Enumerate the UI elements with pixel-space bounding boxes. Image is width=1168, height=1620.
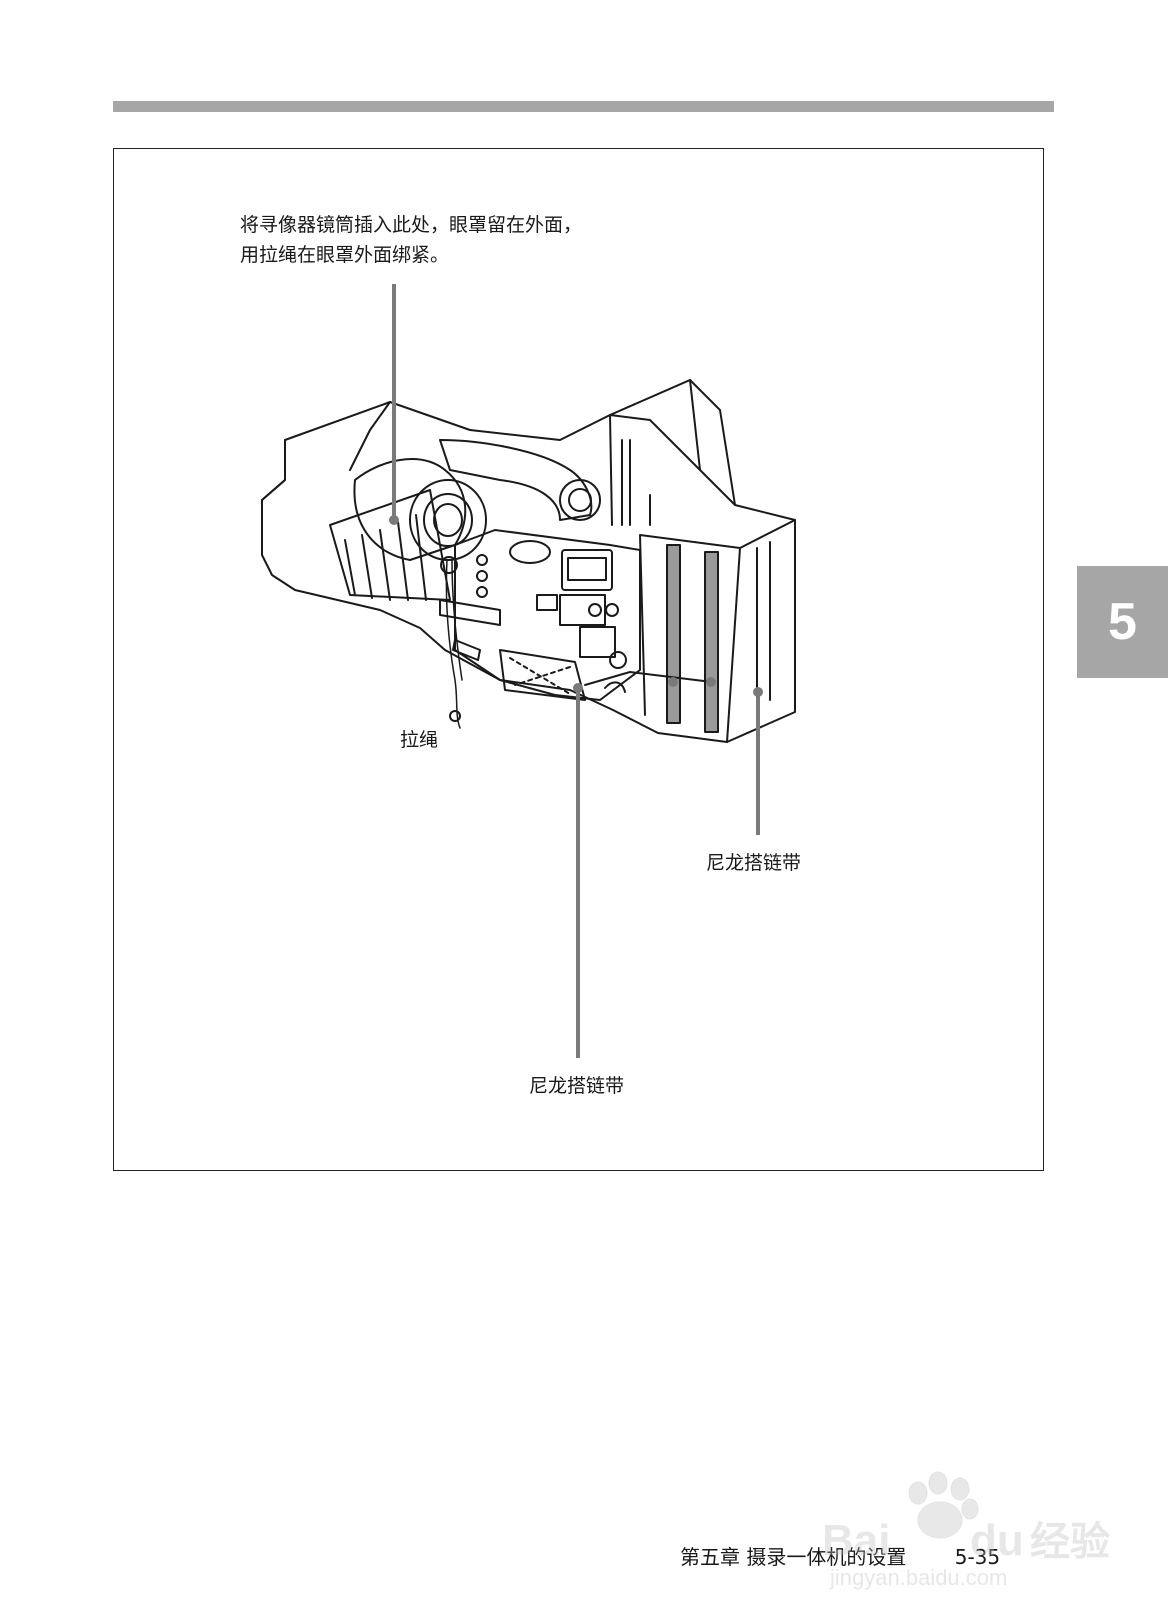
velcro-strap-1: [666, 544, 681, 724]
pull-cord-label: 拉绳: [400, 729, 439, 751]
pull-cord: [445, 559, 461, 729]
antenna: [621, 439, 651, 526]
lens-barrel: [329, 489, 451, 601]
leader-dot-strap-bottom: [573, 683, 583, 693]
page-footer: 第五章 摄录一体机的设置 5-35: [680, 1541, 1000, 1570]
velcro-strap-label-right: 尼龙搭链带: [706, 852, 802, 874]
page-number: 5-35: [954, 1545, 1001, 1569]
strap-dot-2: [706, 677, 716, 687]
footer-chapter-title: 第五章 摄录一体机的设置: [680, 1545, 907, 1569]
viewfinder-eyecup: [409, 479, 487, 561]
strap-dot-1: [668, 677, 678, 687]
leader-dot-viewfinder: [389, 515, 399, 525]
watermark-url: jingyan.baidu.com: [829, 1565, 1007, 1590]
bottom-strap: [584, 671, 713, 686]
carry-handle: [439, 439, 593, 521]
leader-dot-strap-right: [753, 687, 763, 697]
battery-pocket: [499, 649, 586, 701]
viewfinder-instruction: 将寻像器镜筒插入此处，眼罩留在外面， 用拉绳在眼罩外面绑紧。: [240, 210, 582, 270]
camcorder-body: [454, 529, 641, 701]
rain-cover-outline: [261, 379, 796, 743]
rear-hood: [609, 379, 736, 526]
speaker-grille: [509, 540, 551, 564]
watermark-brand-suffix: du: [970, 1516, 1024, 1565]
lcd-panel: [561, 549, 613, 591]
watermark-brand: Bai: [822, 1516, 890, 1565]
figure-frame: [113, 148, 1044, 1171]
paw-pad: [917, 1501, 963, 1539]
viewfinder-instruction-line2: 用拉绳在眼罩外面绑紧。: [240, 244, 450, 266]
watermark-service: 经验: [1030, 1520, 1110, 1564]
viewfinder-instruction-line1: 将寻像器镜筒插入此处，眼罩留在外面，: [240, 214, 583, 236]
hand-shape: [353, 458, 467, 561]
chapter-tab: 5: [1077, 566, 1168, 678]
velcro-strap-label-bottom: 尼龙搭链带: [529, 1075, 625, 1097]
velcro-strap-2: [704, 551, 719, 733]
top-rule: [113, 101, 1054, 112]
baidu-jingyan-watermark: Bai du 经验 jingyan.baidu.com: [822, 1471, 1110, 1590]
